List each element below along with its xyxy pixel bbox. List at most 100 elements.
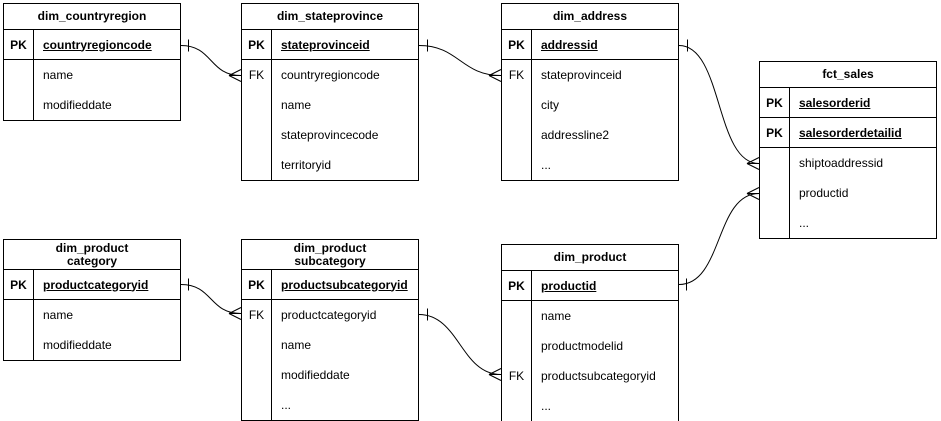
key-cell-empty: [760, 208, 790, 238]
relationship-line: [180, 45, 242, 76]
pk-badge: PK: [502, 30, 532, 59]
field-name: productsubcategoryid: [541, 369, 656, 383]
table-row: modifieddate: [4, 90, 180, 120]
relationship-line: [678, 45, 760, 164]
fk-badge: FK: [242, 300, 272, 330]
entity-title: fct_sales: [760, 62, 936, 88]
entity-fct-sales[interactable]: fct_sales PK salesorderid PK salesorderd…: [759, 61, 937, 239]
table-row: productid: [760, 178, 936, 208]
entity-dim-stateprovince[interactable]: dim_stateprovince PK stateprovinceid FK …: [241, 3, 419, 181]
key-cell-empty: [502, 301, 532, 331]
relationship-productcategory-productsubcategory[interactable]: [180, 278, 242, 320]
key-cell-empty: [4, 90, 34, 120]
table-row: PK productid: [502, 271, 678, 301]
table-row: modifieddate: [242, 360, 418, 390]
many-crowfoot: [488, 69, 502, 82]
entity-dim-countryregion[interactable]: dim_countryregion PK countryregioncode n…: [3, 3, 181, 121]
table-row: territoryid: [242, 150, 418, 180]
table-row: PK salesorderdetailid: [760, 118, 936, 148]
fk-badge: FK: [502, 361, 532, 391]
field-name: ...: [281, 398, 292, 412]
entity-dim-product-category[interactable]: dim_product category PK productcategoryi…: [3, 239, 181, 361]
entity-dim-address[interactable]: dim_address PK addressid FK stateprovinc…: [501, 3, 679, 181]
fk-badge: FK: [502, 60, 532, 90]
field-name: addressline2: [541, 128, 610, 142]
table-row: addressline2: [502, 120, 678, 150]
fk-badge: FK: [242, 60, 272, 90]
relationship-line: [418, 314, 502, 375]
key-cell-empty: [242, 150, 272, 180]
key-cell-empty: [502, 150, 532, 180]
key-cell-empty: [502, 391, 532, 421]
pk-badge: PK: [502, 271, 532, 300]
table-row: PK addressid: [502, 30, 678, 60]
relationship-address-fctsales[interactable]: [678, 39, 760, 170]
many-crowfoot: [746, 157, 760, 170]
field-name: productid: [541, 278, 597, 293]
key-cell-empty: [242, 360, 272, 390]
field-name: name: [541, 309, 572, 323]
table-row: productmodelid: [502, 331, 678, 361]
key-cell-empty: [502, 90, 532, 120]
relationship-line: [180, 284, 242, 314]
table-row: ...: [502, 150, 678, 180]
key-cell-empty: [760, 178, 790, 208]
key-cell-empty: [502, 331, 532, 361]
key-cell-empty: [242, 120, 272, 150]
table-row: FK productsubcategoryid: [502, 361, 678, 391]
relationship-stateprovince-address[interactable]: [418, 39, 502, 82]
entity-title: dim_countryregion: [4, 4, 180, 30]
many-crowfoot: [228, 307, 242, 320]
field-name: productcategoryid: [43, 277, 149, 292]
field-name: stateprovinceid: [541, 68, 622, 82]
entity-dim-product[interactable]: dim_product PK productid name productmod…: [501, 244, 679, 421]
many-crowfoot: [746, 187, 760, 200]
entity-title: dim_address: [502, 4, 678, 30]
relationship-product-fctsales[interactable]: [678, 187, 760, 291]
entity-title: dim_product: [502, 245, 678, 271]
table-row: PK stateprovinceid: [242, 30, 418, 60]
field-name: name: [43, 68, 74, 82]
pk-badge: PK: [242, 30, 272, 59]
entity-title: dim_product category: [4, 240, 180, 270]
relationship-countryregion-stateprovince[interactable]: [180, 39, 242, 82]
relationship-line: [678, 193, 760, 285]
table-row: FK countryregioncode: [242, 60, 418, 90]
table-row: stateprovincecode: [242, 120, 418, 150]
table-row: name: [502, 301, 678, 331]
entity-title: dim_product subcategory: [242, 240, 418, 270]
field-name: productid: [799, 186, 849, 200]
pk-badge: PK: [4, 270, 34, 299]
table-row: name: [4, 60, 180, 90]
key-cell-empty: [242, 330, 272, 360]
table-row: PK productcategoryid: [4, 270, 180, 300]
field-name: salesorderid: [799, 95, 871, 110]
key-cell-empty: [502, 120, 532, 150]
field-name: name: [281, 338, 312, 352]
table-row: PK productsubcategoryid: [242, 270, 418, 300]
field-name: city: [541, 98, 559, 112]
field-name: productmodelid: [541, 339, 624, 353]
key-cell-empty: [4, 330, 34, 360]
key-cell-empty: [242, 390, 272, 420]
relationship-productsubcategory-product[interactable]: [418, 308, 502, 381]
field-name: name: [281, 98, 312, 112]
key-cell-empty: [4, 60, 34, 90]
field-name: ...: [799, 216, 810, 230]
table-row: city: [502, 90, 678, 120]
table-row: modifieddate: [4, 330, 180, 360]
entity-dim-product-subcategory[interactable]: dim_product subcategory PK productsubcat…: [241, 239, 419, 421]
table-row: FK stateprovinceid: [502, 60, 678, 90]
field-name: salesorderdetailid: [799, 125, 902, 140]
field-name: name: [43, 308, 74, 322]
relationship-line: [418, 45, 502, 76]
many-crowfoot: [488, 368, 502, 381]
key-cell-empty: [760, 148, 790, 178]
field-name: countryregioncode: [43, 37, 152, 52]
field-name: territoryid: [281, 158, 332, 172]
field-name: productsubcategoryid: [281, 277, 408, 292]
field-name: modifieddate: [43, 338, 112, 352]
field-name: stateprovinceid: [281, 37, 370, 52]
